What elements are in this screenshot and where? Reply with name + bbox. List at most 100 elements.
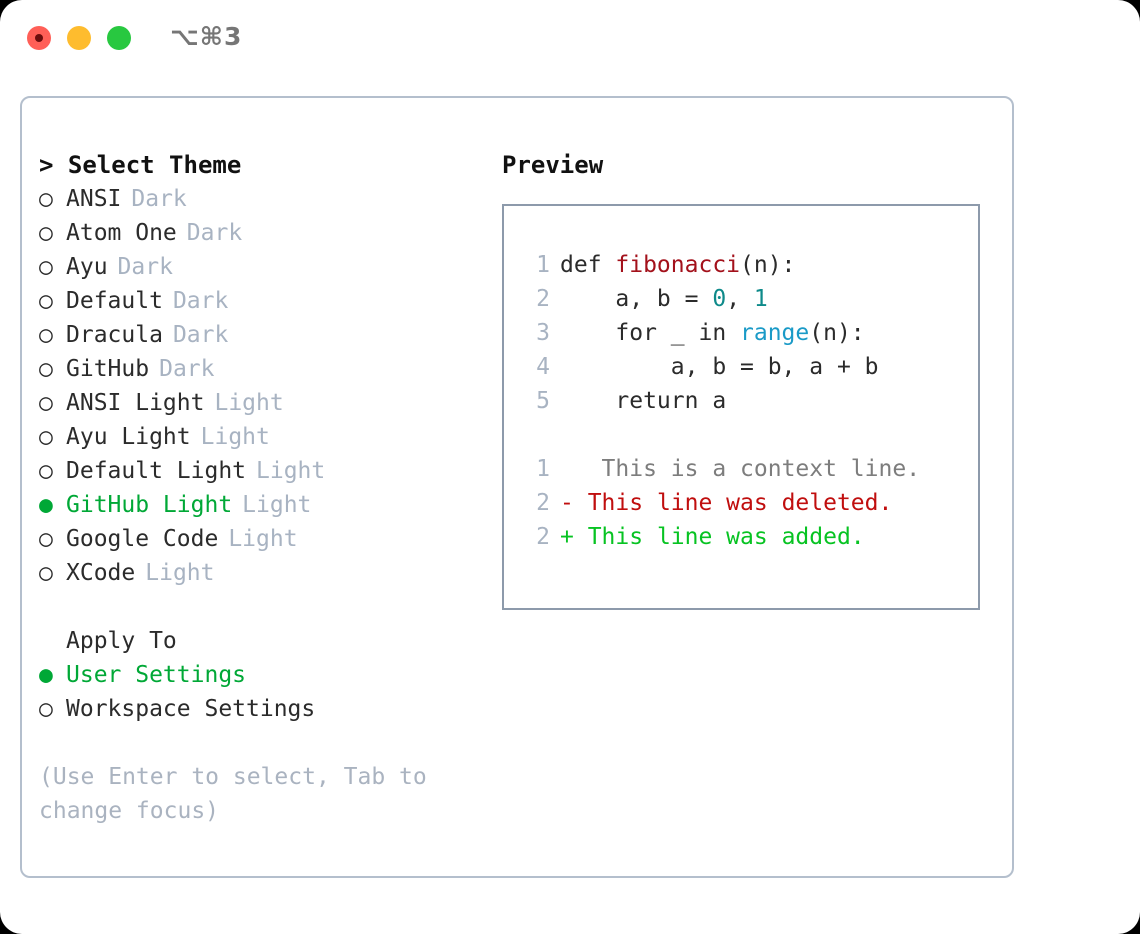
radio-unselected-icon: ○	[39, 356, 53, 382]
code-token: range	[740, 320, 810, 346]
theme-list-item[interactable]: ○ Atom One Dark	[39, 216, 489, 250]
apply-to-heading: Apply To	[66, 628, 177, 654]
diff-line: 1 This is a context line.	[520, 452, 978, 486]
code-line: 4 a, b = b, a + b	[520, 350, 978, 384]
theme-name-label: Google Code	[66, 526, 219, 552]
radio-unselected-icon: ○	[39, 424, 53, 450]
code-token: (n):	[740, 252, 796, 278]
code-line: 2 a, b = 0, 1	[520, 282, 978, 316]
theme-variant-badge: Dark	[117, 254, 173, 280]
diff-line: 2- This line was deleted.	[520, 486, 978, 520]
theme-variant-badge: Light	[214, 390, 284, 416]
diff-sign: +	[560, 524, 574, 550]
code-diff-separator	[520, 418, 978, 452]
hint-spacer	[39, 726, 489, 760]
code-token: fibonacci	[615, 252, 741, 278]
radio-unselected-icon: ○	[39, 526, 53, 552]
theme-variant-badge: Dark	[131, 186, 187, 212]
code-line: 1 def fibonacci(n):	[520, 248, 978, 282]
theme-name-label: Default	[66, 288, 163, 314]
line-number: 4	[536, 354, 550, 380]
theme-list-item[interactable]: ○ Google Code Light	[39, 522, 489, 556]
theme-variant-badge: Dark	[172, 288, 229, 314]
diff-text: This is a context line.	[573, 456, 921, 482]
close-button[interactable]	[27, 26, 51, 50]
theme-name-label: XCode	[66, 560, 136, 586]
zoom-button[interactable]	[107, 26, 131, 50]
theme-variant-badge: Dark	[159, 356, 215, 382]
apply-to-option[interactable]: ○ Workspace Settings	[39, 692, 489, 726]
theme-name-label: ANSI	[66, 186, 122, 212]
radio-unselected-icon: ○	[39, 322, 53, 348]
list-spacer	[39, 590, 489, 624]
line-number: 2	[536, 490, 550, 516]
theme-name-label: Ayu Light	[66, 424, 191, 450]
radio-unselected-icon: ○	[39, 458, 53, 484]
radio-unselected-icon: ○	[39, 696, 53, 722]
line-number: 1	[536, 252, 550, 278]
theme-variant-badge: Light	[228, 526, 298, 552]
code-token: for _ in	[560, 320, 741, 346]
radio-unselected-icon: ○	[39, 288, 53, 314]
code-token: 0	[712, 286, 727, 312]
minimize-button[interactable]	[67, 26, 91, 50]
apply-to-list[interactable]: ● User Settings ○ Workspace Settings	[39, 658, 489, 726]
theme-name-label: Atom One	[66, 220, 177, 246]
code-token: def	[560, 252, 616, 278]
title-bar: ⌥⌘3	[0, 0, 1140, 76]
code-token: 1	[753, 286, 768, 312]
line-number: 5	[536, 388, 550, 414]
diff-sign	[560, 456, 574, 482]
code-token: return a	[560, 388, 727, 414]
theme-name-label: GitHub	[66, 356, 150, 382]
preview-heading: Preview	[502, 151, 604, 179]
code-token: ,	[726, 286, 754, 312]
keyboard-hint-text: (Use Enter to select, Tab to change focu…	[39, 764, 441, 824]
theme-name-label: GitHub Light	[66, 492, 233, 518]
code-token: a, b = b, a + b	[560, 354, 879, 380]
line-number: 1	[536, 456, 550, 482]
theme-variant-badge: Dark	[186, 220, 243, 246]
theme-list-item[interactable]: ○ Default Dark	[39, 284, 489, 318]
line-number: 3	[536, 320, 550, 346]
diff-sample: 1 This is a context line.2- This line wa…	[520, 452, 978, 554]
diff-text: This line was deleted.	[573, 490, 893, 516]
theme-variant-badge: Light	[242, 492, 312, 518]
theme-list-item[interactable]: ○ ANSI Light Light	[39, 386, 489, 420]
apply-to-label: Workspace Settings	[66, 696, 316, 722]
theme-name-label: ANSI Light	[66, 390, 205, 416]
theme-list-item[interactable]: ○ GitHub Dark	[39, 352, 489, 386]
theme-name-label: Dracula	[66, 322, 163, 348]
radio-selected-icon: ●	[39, 492, 53, 518]
theme-list-item[interactable]: ○ ANSI Dark	[39, 182, 489, 216]
theme-name-label: Default Light	[66, 458, 247, 484]
radio-unselected-icon: ○	[39, 390, 53, 416]
window-controls	[27, 26, 131, 50]
theme-list-item[interactable]: ○ Ayu Light Light	[39, 420, 489, 454]
line-number: 2	[536, 286, 550, 312]
code-token: a, b =	[560, 286, 713, 312]
code-line: 5 return a	[520, 384, 978, 418]
theme-variant-badge: Light	[200, 424, 270, 450]
diff-sign: -	[560, 490, 574, 516]
theme-list-item[interactable]: ● GitHub Light Light	[39, 488, 489, 522]
code-line: 3 for _ in range(n):	[520, 316, 978, 350]
apply-to-option[interactable]: ● User Settings	[39, 658, 489, 692]
radio-unselected-icon: ○	[39, 186, 53, 212]
apply-to-label: User Settings	[66, 662, 247, 688]
radio-unselected-icon: ○	[39, 560, 53, 586]
radio-selected-icon: ●	[39, 662, 53, 688]
theme-list-item[interactable]: ○ XCode Light	[39, 556, 489, 590]
radio-unselected-icon: ○	[39, 220, 53, 246]
theme-variant-badge: Light	[145, 560, 215, 586]
panel-heading: > Select Theme	[39, 151, 242, 179]
